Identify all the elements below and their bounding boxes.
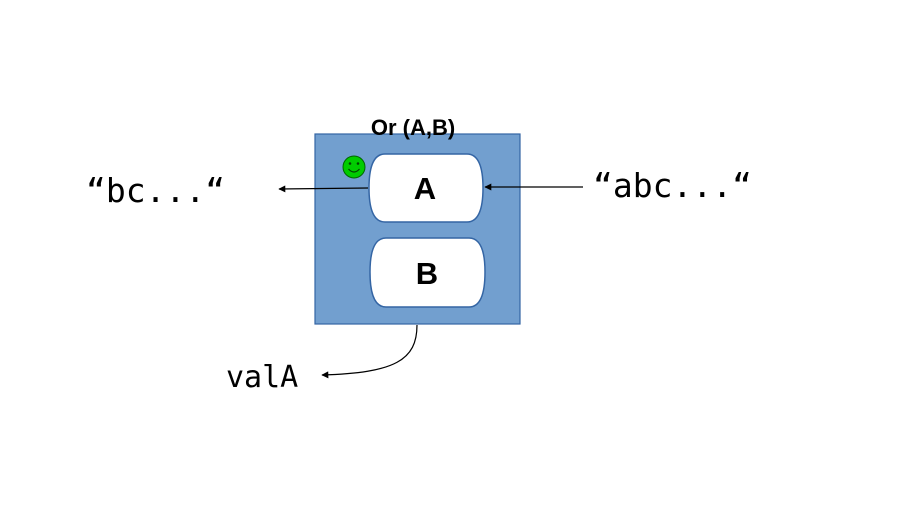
node-b-label: B bbox=[416, 256, 438, 291]
node-b bbox=[369, 237, 486, 308]
or-title: Or (A,B) bbox=[371, 115, 455, 140]
result-arrow bbox=[321, 324, 418, 379]
input-string: “abc...“ bbox=[593, 166, 752, 205]
node-a bbox=[368, 153, 484, 223]
output-arrow bbox=[278, 185, 369, 193]
node-a-label: A bbox=[414, 171, 436, 206]
result-label: valA bbox=[226, 360, 298, 395]
smiley-icon bbox=[342, 155, 366, 179]
output-string: “bc...“ bbox=[86, 171, 225, 210]
